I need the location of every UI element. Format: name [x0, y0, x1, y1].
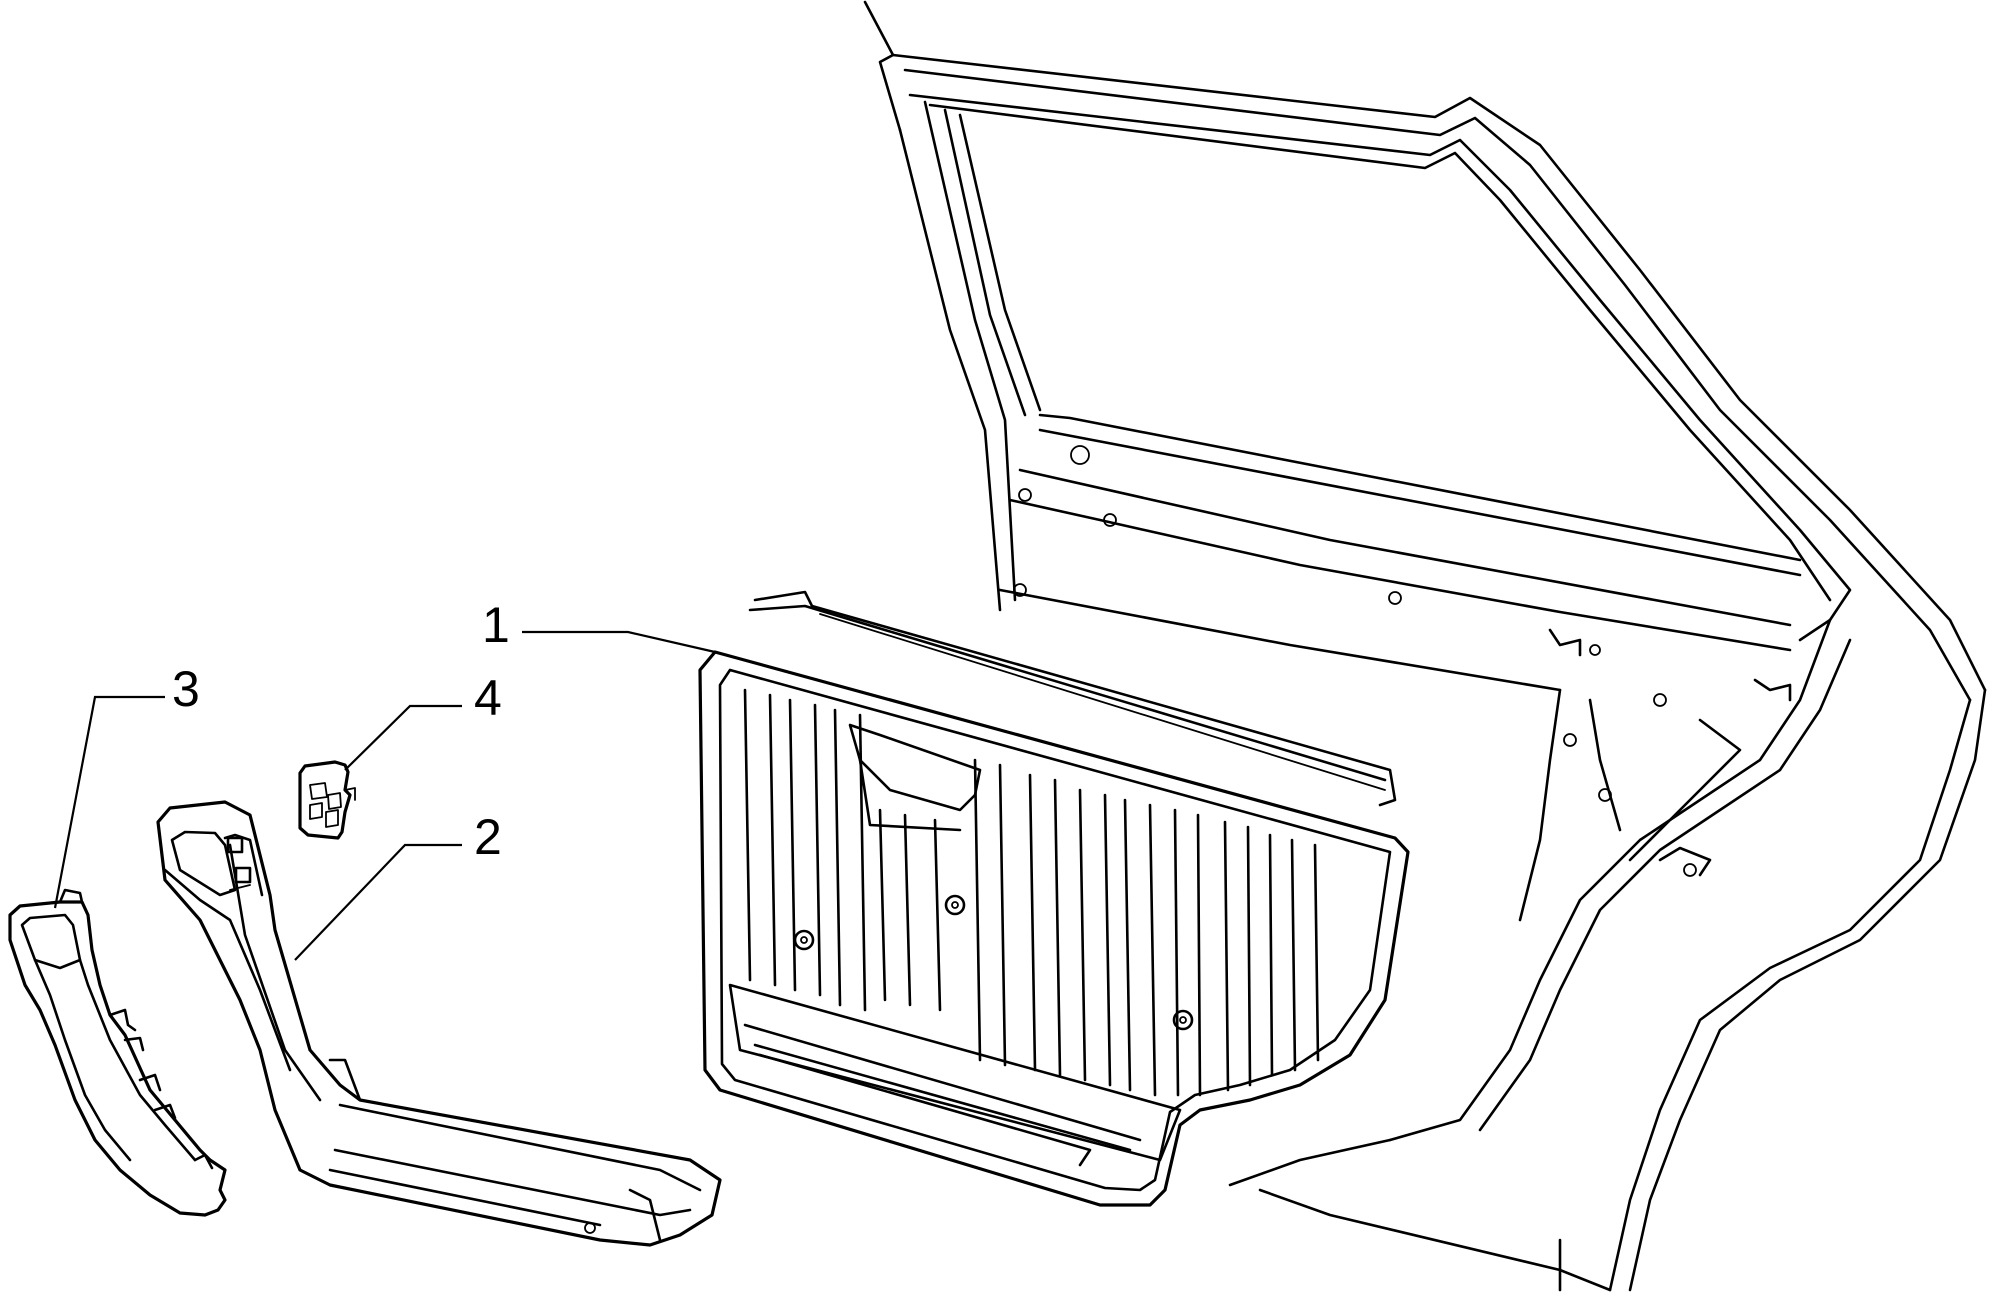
door-trim-panel	[698, 590, 1410, 1207]
armrest	[156, 800, 722, 1247]
callout-4-label: 4	[474, 670, 502, 726]
callout-1-label: 1	[482, 597, 510, 653]
callout-2: 2	[294, 809, 502, 961]
switch	[298, 760, 356, 840]
callout-2-leader	[294, 843, 462, 961]
callout-1-leader	[522, 630, 716, 654]
callout-3-label: 3	[172, 661, 200, 717]
callout-1: 1	[482, 597, 716, 654]
door-frame	[863, 0, 1987, 1292]
callout-4-leader	[344, 704, 462, 771]
callout-3: 3	[53, 661, 200, 909]
callout-2-label: 2	[474, 809, 502, 865]
callout-3-leader	[53, 695, 165, 909]
handle-trim	[8, 888, 227, 1217]
callout-4: 4	[344, 670, 502, 771]
